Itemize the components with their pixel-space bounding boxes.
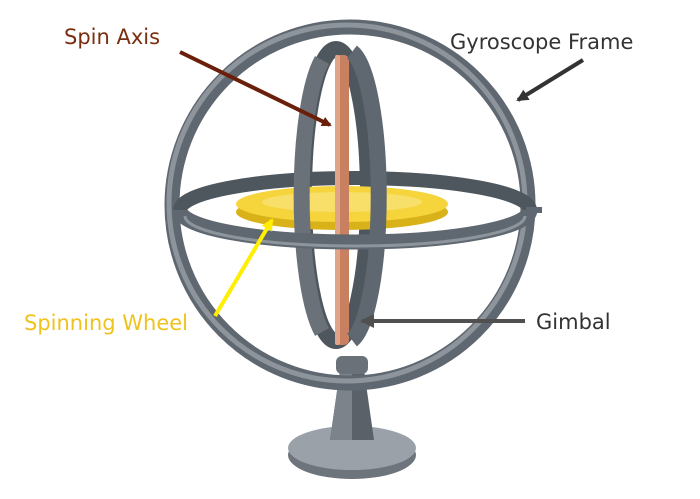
frame-arrow	[516, 58, 585, 102]
spin-axis-label: Spin Axis	[64, 25, 161, 49]
gimbal-band-back	[173, 171, 537, 212]
spin-axle	[335, 55, 349, 345]
gyroscope-frame-label: Gyroscope Frame	[450, 30, 634, 54]
gimbal-label: Gimbal	[536, 310, 611, 334]
spinning-wheel-label: Spinning Wheel	[24, 311, 189, 335]
gimbal-band-front	[172, 207, 542, 250]
spin-axis-arrow	[179, 50, 332, 127]
wheel-arrow	[213, 218, 274, 318]
